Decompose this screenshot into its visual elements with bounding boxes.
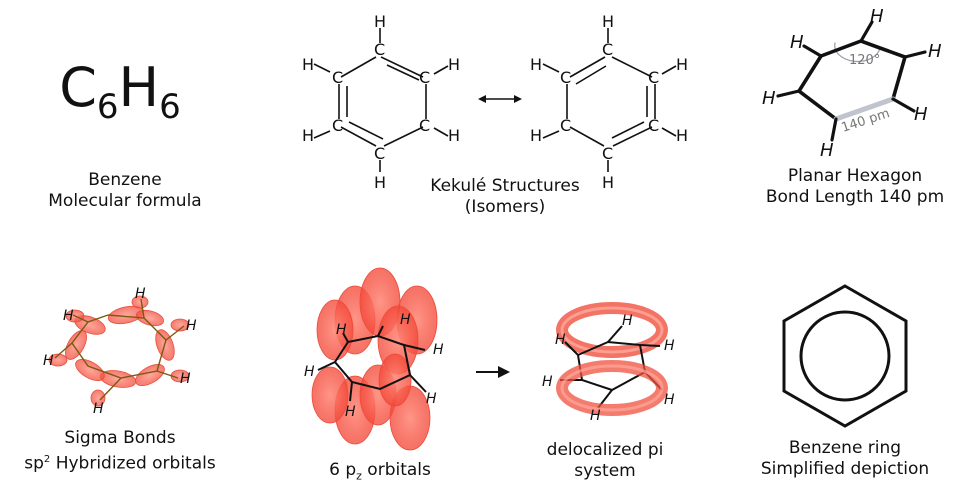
transformation-arrow [476, 366, 510, 378]
caption-system: system [574, 461, 636, 481]
atom-h: H [135, 286, 146, 302]
atom-c: C [560, 68, 571, 87]
kekule-structure-2 [542, 28, 677, 172]
kekule-1-atoms: C C C C C C H H H H H H [302, 12, 460, 192]
planar-labels: 120° 140 pm H H H H H H [762, 6, 942, 161]
caption-isomers: (Isomers) [464, 197, 546, 217]
kekule-2-atoms: C C C C C C H H H H H H [530, 12, 688, 192]
caption-molecular-formula-text: Molecular formula [48, 191, 202, 211]
atom-c: C [419, 68, 430, 87]
atom-h: H [433, 342, 444, 358]
atom-h: H [664, 338, 675, 354]
sigma-bonds-orbitals: H H H H H H [43, 286, 197, 417]
caption-simplified: Simplified depiction [760, 459, 930, 479]
molecular-formula: C6H6 [45, 58, 195, 137]
atom-h: H [93, 401, 104, 417]
atom-c: C [374, 40, 385, 59]
atom-h: H [302, 126, 314, 145]
double-headed-arrow [478, 95, 522, 103]
atom-h: H [336, 322, 347, 338]
atom-c: C [602, 40, 613, 59]
atom-c: C [332, 68, 343, 87]
formula-sub-6: 6 [96, 87, 119, 127]
angle-label: 120° [849, 53, 880, 68]
atom-h: H [426, 391, 437, 407]
atom-h: H [664, 392, 675, 408]
atom-h: H [590, 408, 601, 424]
caption-benzene-ring-text: Benzene ring [788, 438, 902, 458]
bond-highlight [833, 96, 896, 122]
atom-h: H [186, 318, 197, 334]
atom-h: H [555, 332, 566, 348]
atom-h: H [448, 55, 460, 74]
planar-hexagon [776, 20, 927, 142]
caption-pz-orbitals: 6 pz orbitals [329, 460, 431, 483]
atom-h: H [530, 55, 542, 74]
pz-orbitals: H H H H H H [304, 267, 444, 451]
atom-h: H [602, 173, 614, 192]
atom-h: H [374, 173, 386, 192]
atom-h: H [304, 364, 315, 380]
inner-circle [799, 310, 891, 402]
atom-h: H [820, 140, 834, 161]
atom-c: C [648, 116, 659, 135]
formula-carbon: C [59, 56, 97, 119]
atom-h: H [374, 12, 386, 31]
caption-kekule: Kekulé Structures (Isomers) [395, 176, 615, 218]
atom-h: H [180, 371, 191, 387]
atom-h: H [530, 126, 542, 145]
atom-h: H [762, 88, 776, 109]
caption-benzene-ring: Benzene ring Simplified depiction [735, 438, 955, 480]
caption-delocalized-pi: delocalized pi system [510, 440, 700, 482]
caption-kekule-structures: Kekulé Structures [430, 176, 580, 196]
atom-c: C [374, 144, 385, 163]
caption-sigma: Sigma Bonds [64, 428, 176, 448]
atom-h: H [345, 404, 356, 420]
atom-c: C [332, 116, 343, 135]
hexagon [782, 284, 908, 428]
atom-h: H [448, 126, 460, 145]
formula-hydrogen: H [118, 56, 160, 119]
formula-sub-6b: 6 [159, 87, 181, 127]
atom-c: C [560, 116, 571, 135]
atom-h: H [870, 6, 884, 27]
atom-h: H [63, 308, 74, 324]
atom-c: C [602, 144, 613, 163]
atom-h: H [914, 104, 928, 125]
atom-h: H [43, 353, 54, 369]
atom-h: H [622, 313, 633, 329]
caption-planar: Planar Hexagon [787, 166, 923, 186]
atom-h: H [302, 55, 314, 74]
atom-h: H [928, 41, 942, 62]
caption-molecular-formula: Benzene Molecular formula [20, 170, 230, 212]
caption-sigma-bonds: Sigma Bonds sp2 Hybridized orbitals [0, 428, 240, 475]
caption-hybridized: sp2 Hybridized orbitals [24, 453, 216, 474]
caption-bond-length: Bond Length 140 pm [765, 187, 945, 207]
atom-h: H [676, 55, 688, 74]
atom-h: H [542, 374, 553, 390]
atom-h: H [602, 12, 614, 31]
atom-h: H [790, 32, 804, 53]
kekule-structure-1 [313, 28, 449, 172]
benzene-ring-simplified [782, 284, 908, 428]
atom-c: C [419, 116, 430, 135]
caption-planar-hexagon: Planar Hexagon Bond Length 140 pm [745, 166, 965, 208]
atom-h: H [676, 126, 688, 145]
atom-h: H [400, 312, 411, 328]
delocalized-pi-system: H H H H H H [542, 302, 675, 424]
atom-c: C [648, 68, 659, 87]
caption-delocalized: delocalized pi [546, 440, 664, 460]
caption-benzene: Benzene [88, 170, 162, 190]
